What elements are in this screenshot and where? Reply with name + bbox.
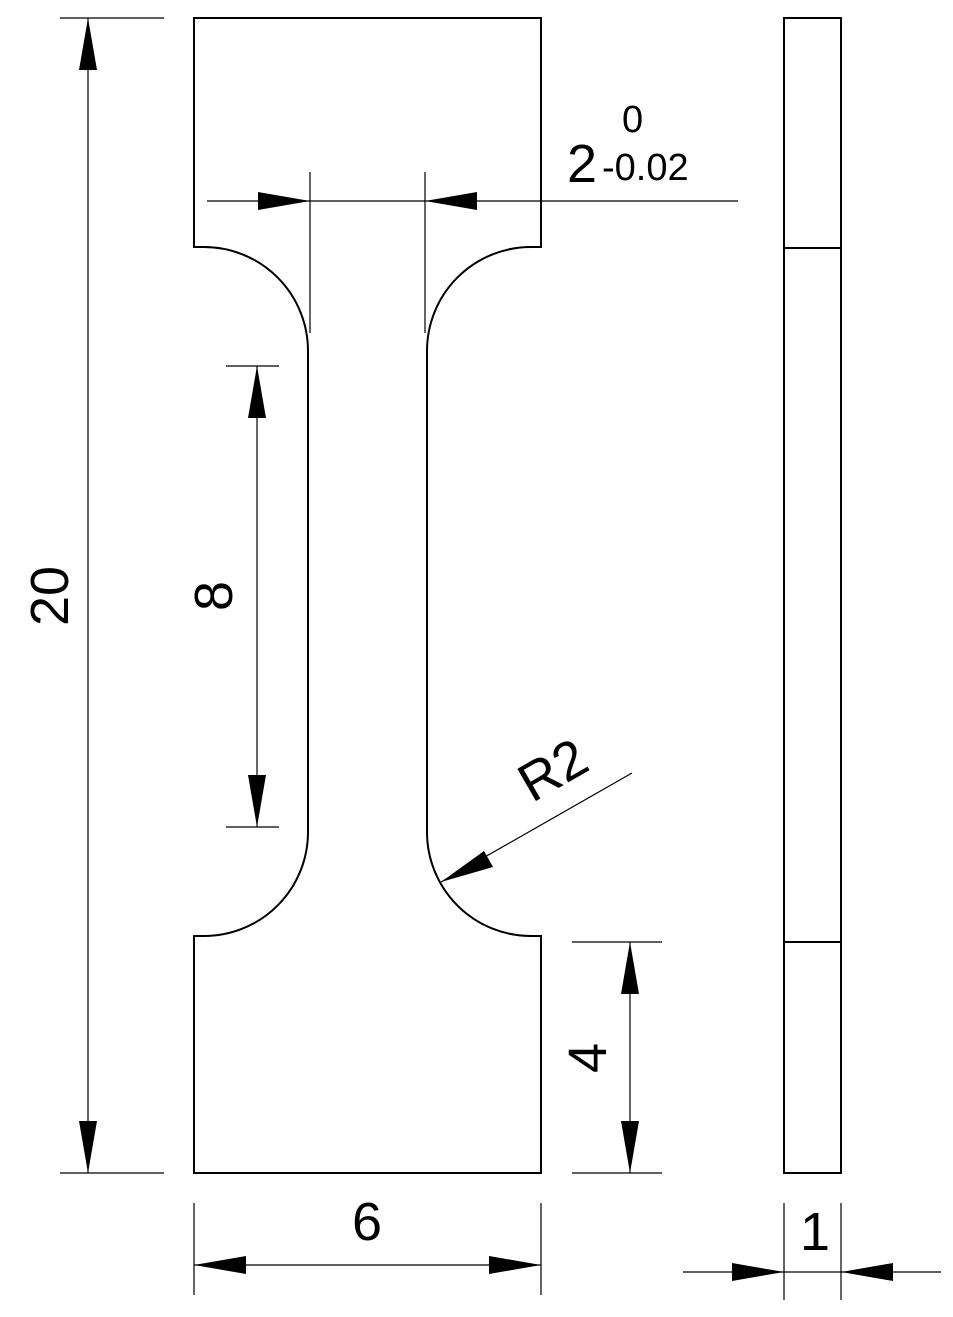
overall-length-dimension <box>60 17 164 1174</box>
gauge-width-dimension <box>207 172 738 333</box>
overall-length-label: 20 <box>20 566 80 626</box>
overall-width-label: 6 <box>352 1192 382 1252</box>
specimen-front-outline <box>193 17 542 1174</box>
thickness-dimension <box>683 1203 941 1300</box>
gauge-width-lower-tolerance: -0.02 <box>602 147 689 189</box>
gauge-length-label: 8 <box>184 581 244 611</box>
gauge-width-upper-tolerance: 0 <box>622 99 643 141</box>
gauge-length-dimension <box>226 365 279 828</box>
thickness-label: 1 <box>800 1202 830 1262</box>
grip-length-label: 4 <box>558 1043 618 1073</box>
specimen-side-view <box>783 17 842 1174</box>
fillet-radius-leader <box>440 772 633 883</box>
grip-length-dimension <box>572 941 662 1174</box>
overall-width-dimension <box>193 1203 542 1295</box>
gauge-width-label: 2 <box>567 134 597 194</box>
